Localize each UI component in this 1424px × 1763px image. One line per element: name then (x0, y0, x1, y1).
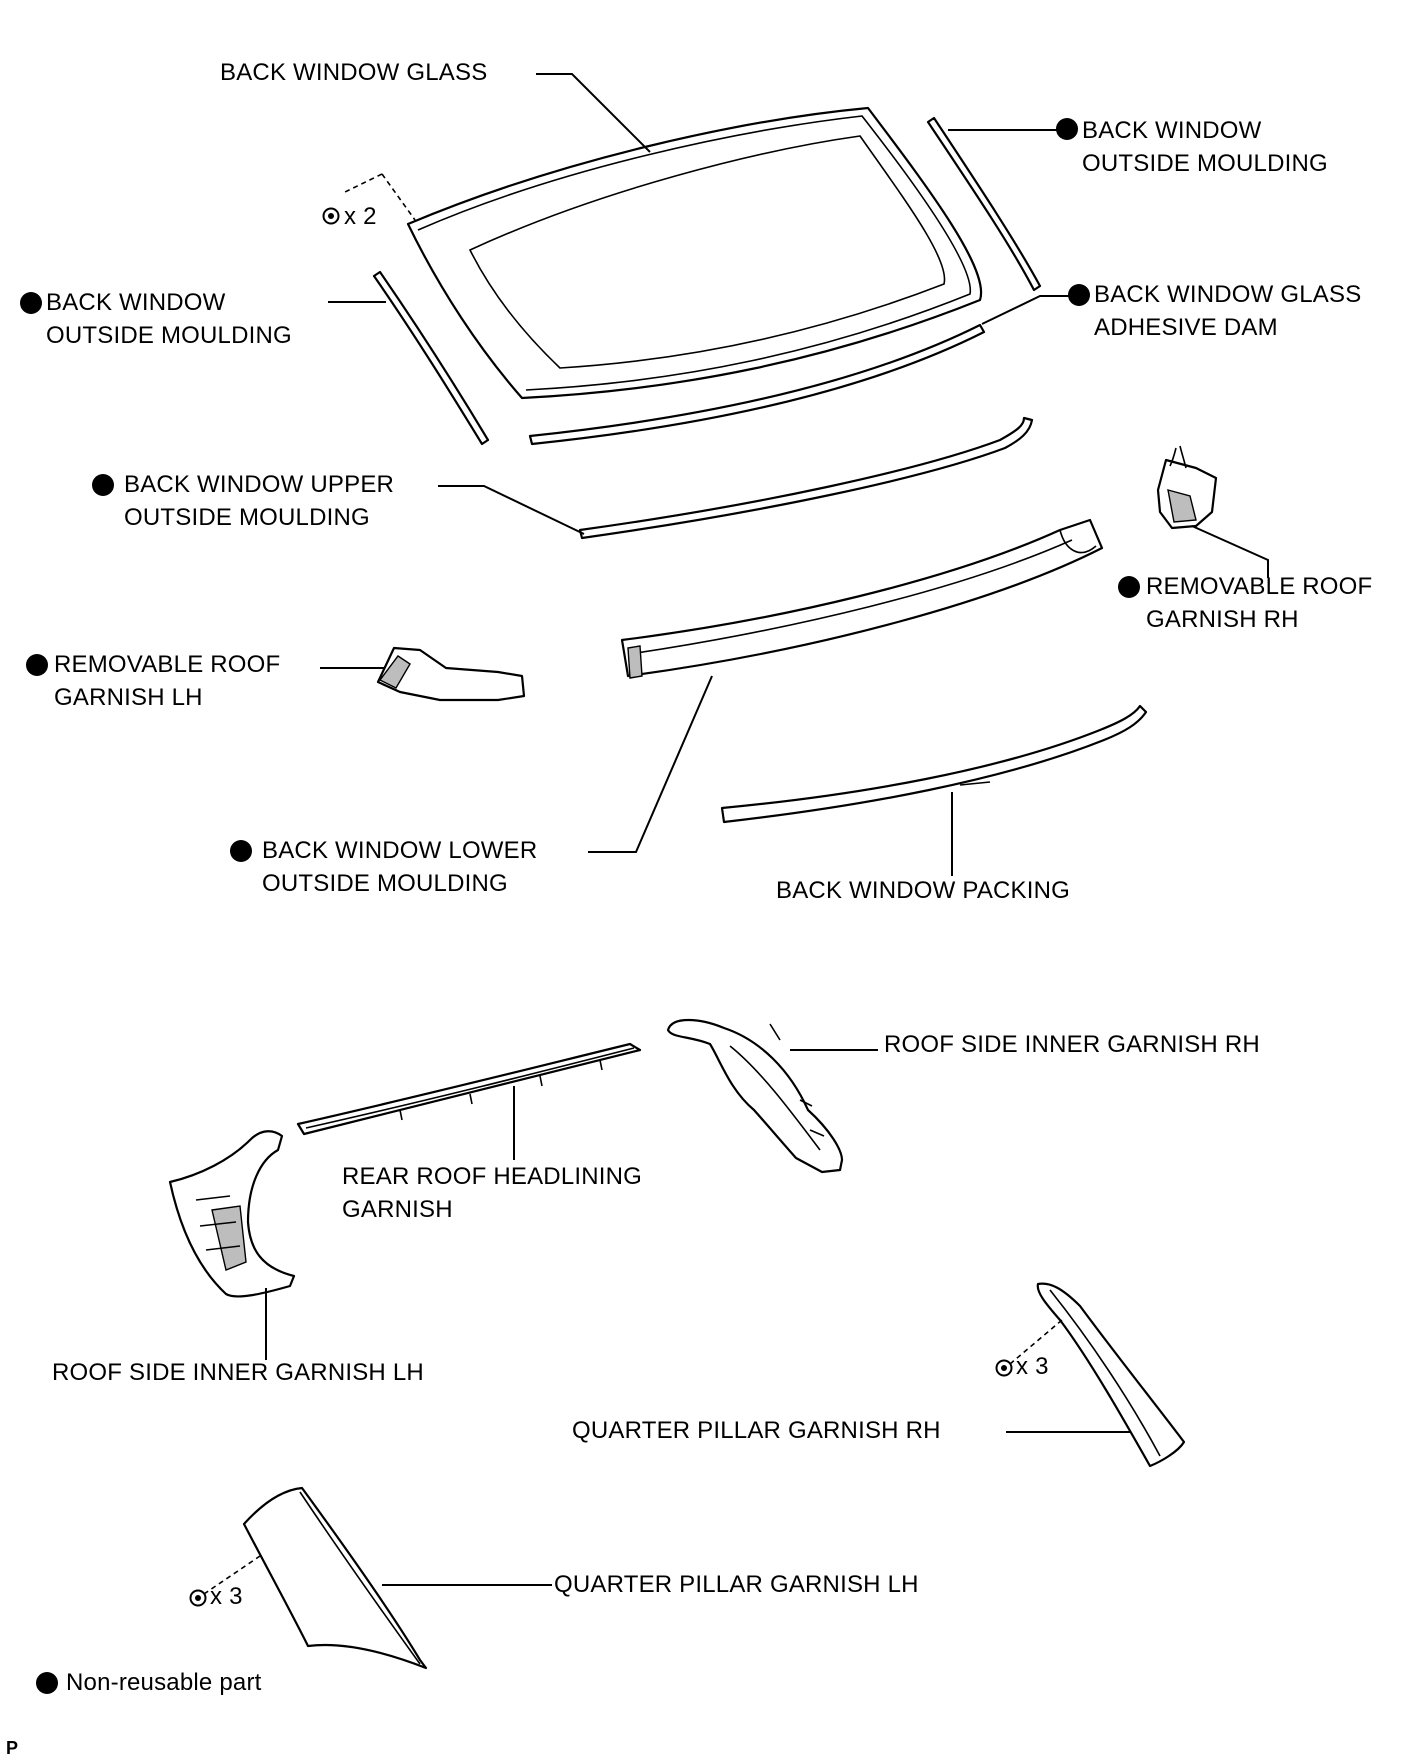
label-inner-garnish-rh: ROOF SIDE INNER GARNISH RH (884, 1031, 1260, 1058)
leader-lower-moulding (588, 675, 713, 853)
label-adhesive-dam: BACK WINDOW GLASS ADHESIVE DAM (1094, 281, 1362, 341)
non-reusable-marker-icon (20, 292, 42, 314)
leader-back-window-glass (536, 73, 651, 153)
non-reusable-marker-icon (1056, 118, 1078, 140)
legend-text: Non-reusable part (66, 1669, 262, 1696)
label-clip-count-pillar-rh: x 3 (1016, 1353, 1049, 1380)
clip-line-pillar-lh (203, 1555, 261, 1595)
label-clip-count-glass: x 2 (344, 203, 377, 230)
label-pillar-rh: QUARTER PILLAR GARNISH RH (572, 1417, 941, 1444)
pillar-garnish-rh-part (1036, 1282, 1186, 1468)
leader-roof-garnish-rh (1191, 525, 1269, 578)
non-reusable-marker-icon (26, 654, 48, 676)
clip-icon (322, 207, 340, 225)
leader-adhesive-dam (981, 295, 1072, 325)
upper-outside-moulding-part (578, 416, 1034, 540)
label-back-window-glass: BACK WINDOW GLASS (220, 59, 488, 86)
label-roof-garnish-lh: REMOVABLE ROOF GARNISH LH (54, 651, 281, 711)
clip-icon (995, 1359, 1013, 1377)
label-packing: BACK WINDOW PACKING (776, 877, 1071, 904)
label-clip-count-pillar-lh: x 3 (210, 1583, 243, 1610)
clip-line-pillar-rh (1009, 1319, 1063, 1365)
non-reusable-marker-icon (92, 474, 114, 496)
label-lower-moulding: BACK WINDOW LOWER OUTSIDE MOULDING (262, 837, 538, 897)
label-outside-moulding-rh: BACK WINDOW OUTSIDE MOULDING (1082, 117, 1328, 177)
back-window-glass-part (406, 106, 983, 400)
roof-garnish-rh-part (1156, 445, 1218, 530)
roof-garnish-lh-part (376, 646, 526, 702)
outside-moulding-lh-part (372, 270, 490, 446)
non-reusable-marker-icon (1118, 576, 1140, 598)
clip-icon (189, 1589, 207, 1607)
non-reusable-marker-icon (1068, 284, 1090, 306)
pillar-garnish-lh-part (242, 1486, 428, 1670)
legend-filled-circle-icon (36, 1672, 58, 1694)
inner-garnish-rh-part (666, 1019, 844, 1174)
back-window-packing-part (720, 704, 1148, 824)
label-headlining: REAR ROOF HEADLINING GARNISH (342, 1163, 643, 1223)
leader-upper-moulding (438, 485, 585, 535)
clip-line-glass (344, 173, 416, 221)
label-pillar-lh: QUARTER PILLAR GARNISH LH (554, 1571, 919, 1598)
label-upper-moulding: BACK WINDOW UPPER OUTSIDE MOULDING (124, 471, 395, 531)
outside-moulding-rh-part (926, 116, 1042, 292)
label-roof-garnish-rh: REMOVABLE ROOF GARNISH RH (1146, 573, 1373, 633)
inner-garnish-lh-part (168, 1130, 296, 1298)
label-outside-moulding-lh: BACK WINDOW OUTSIDE MOULDING (46, 289, 292, 349)
non-reusable-marker-icon (230, 840, 252, 862)
corner-code: P (6, 1738, 19, 1758)
lower-outside-moulding-part (620, 518, 1104, 679)
label-inner-garnish-lh: ROOF SIDE INNER GARNISH LH (52, 1359, 424, 1386)
headlining-garnish-part (296, 1042, 642, 1136)
adhesive-dam-part (528, 323, 986, 446)
